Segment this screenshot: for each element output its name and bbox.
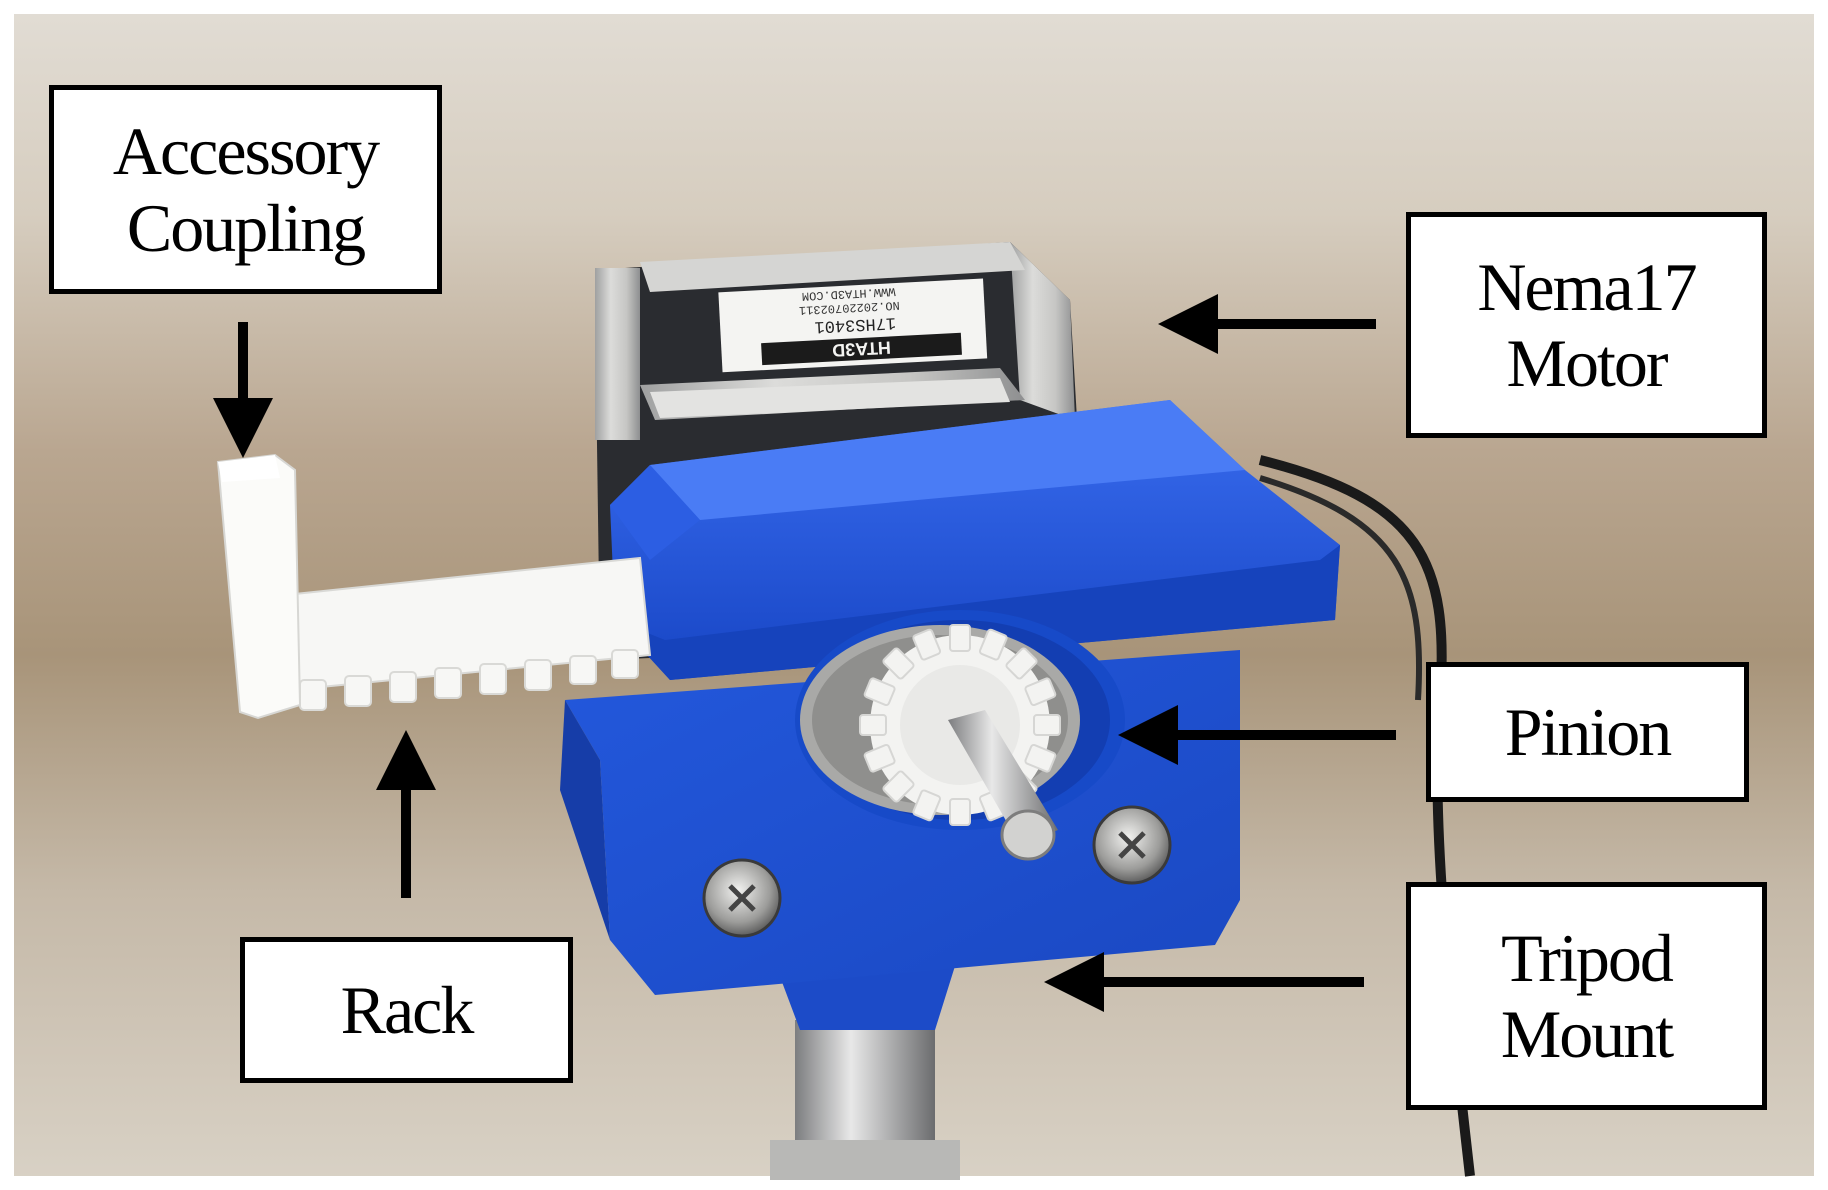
label-tripod-mount: Tripod Mount [1406,882,1767,1110]
label-accessory-coupling-line1: Accessory [112,113,380,190]
motor-shaft [948,710,1058,861]
accessory-coupling [216,453,302,720]
motor-sticker: HTA3D 17HS3401 NO.20220702311 WWW.HTA3D.… [718,278,988,373]
sticker-serial: NO.20220702311 [799,298,900,317]
sticker-model: 17HS3401 [814,312,897,335]
tripod-rod [770,1020,960,1180]
label-accessory-coupling: Accessory Coupling [49,85,442,294]
label-tripod-mount-line1: Tripod [1501,919,1674,996]
sticker-brand: HTA3D [832,337,892,360]
label-rack-text: Rack [340,971,475,1048]
label-pinion: Pinion [1426,662,1749,802]
label-tripod-mount-line2: Mount [1500,996,1674,1072]
screw-left [702,858,782,938]
label-accessory-coupling-line2: Coupling [126,189,366,266]
label-pinion-text: Pinion [1504,693,1673,770]
screw-right [1092,805,1172,885]
label-nema17-motor-line2: Motor [1506,325,1669,401]
sticker-website: WWW.HTA3D.COM [801,284,895,303]
label-nema17-motor-line1: Nema17 [1477,248,1697,325]
label-nema17-motor: Nema17 Motor [1406,212,1767,438]
label-rack: Rack [240,937,573,1083]
rack [283,556,652,711]
